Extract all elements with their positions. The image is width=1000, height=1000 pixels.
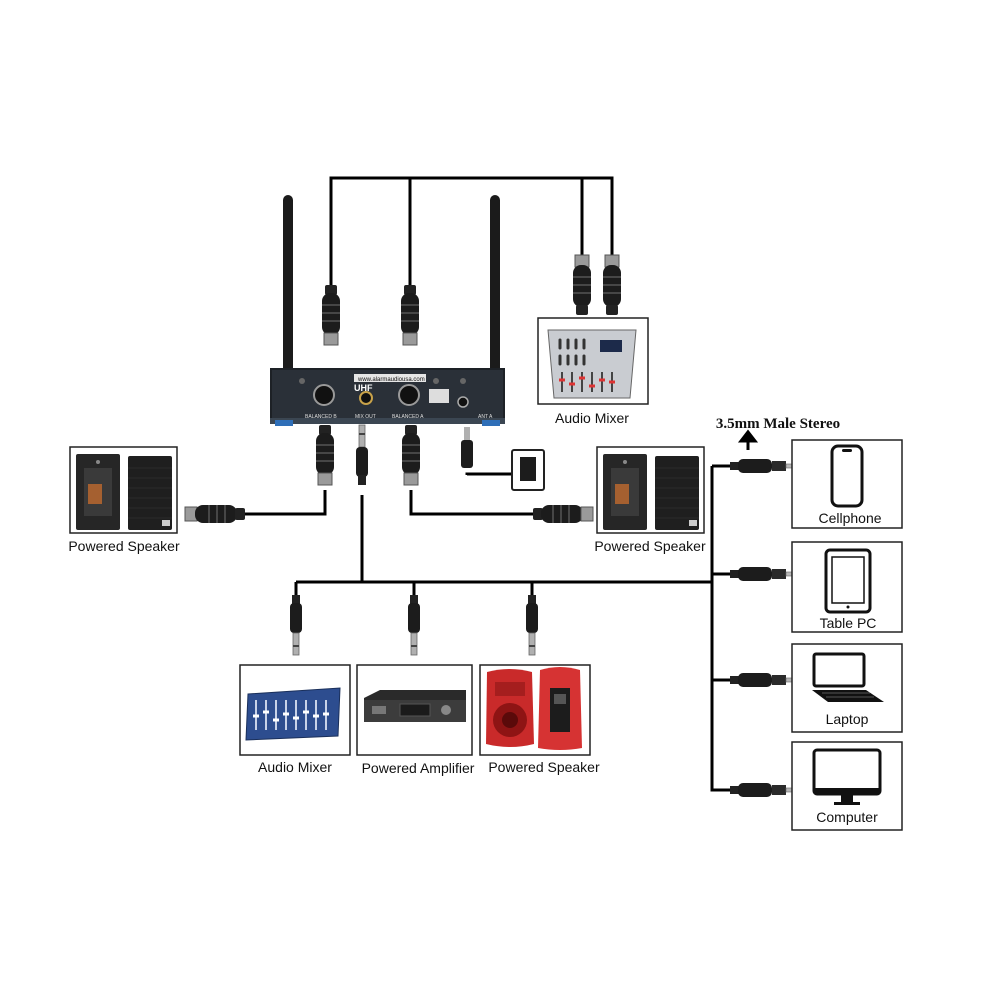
- port-label-balanced-b: BALANCED B: [305, 414, 337, 420]
- mixer-icon: [547, 329, 637, 399]
- xlr-female-plug-icon: [400, 284, 420, 346]
- device-label: Powered Speaker: [488, 759, 600, 775]
- device-cellphone: Cellphone: [791, 439, 903, 529]
- xlr-male-plug-icon: [532, 504, 594, 524]
- dc-plug-icon: [461, 427, 473, 468]
- port-label-mix-out: MIX OUT: [355, 414, 376, 420]
- 3.5mm-plug-icon: [729, 782, 801, 798]
- 3.5mm-plug-icon: [729, 458, 801, 474]
- wire-stereo-vertical: [710, 466, 730, 792]
- device-powered-speaker-bottom: Powered Speaker: [479, 664, 600, 775]
- quarter-inch-plug-icon: [407, 594, 421, 656]
- device-label: Audio Mixer: [258, 759, 332, 775]
- device-label: Laptop: [826, 711, 869, 727]
- power-adapter-icon: [511, 449, 545, 491]
- cellphone-icon: [830, 444, 864, 508]
- xlr-male-plug-icon: [184, 504, 246, 524]
- xlr-female-plug-icon: [401, 424, 421, 486]
- quarter-inch-plug-icon: [525, 594, 539, 656]
- xlr-male-plug-icon: [602, 254, 622, 316]
- device-label: Table PC: [820, 615, 877, 631]
- wire-balanced-b-to-speaker: [245, 490, 327, 516]
- antenna-icon: [486, 195, 504, 392]
- amplifier-icon: [364, 690, 466, 722]
- wires: [245, 176, 732, 792]
- device-table-pc: Table PC: [791, 541, 903, 633]
- device-label: Powered Speaker: [68, 538, 180, 554]
- device-powered-speaker-left: Powered Speaker: [68, 446, 180, 554]
- device-label: Audio Mixer: [555, 410, 629, 426]
- device-box: [791, 741, 903, 831]
- 3.5mm-plug-icon: [729, 566, 801, 582]
- xlr-male-plug-icon: [572, 254, 592, 316]
- device-label: Computer: [816, 809, 878, 825]
- antenna-icon: [279, 195, 297, 392]
- xlr-female-plug-icon: [315, 424, 335, 486]
- wire-top-mixer-left: [329, 176, 614, 285]
- mixer-icon: [245, 687, 341, 741]
- port-label-ant-a: ANT A: [478, 414, 493, 420]
- stereo-header-text: 3.5mm Male Stereo: [716, 416, 840, 432]
- receiver-website: www.alarmaudiousa.com: [357, 377, 425, 383]
- wireless-receiver: UHF www.alarmaudiousa.com BALANCED B MIX…: [270, 195, 505, 426]
- wire-power-adapter: [465, 472, 512, 476]
- speaker-icon: [486, 667, 582, 750]
- monitor-icon: [812, 748, 882, 805]
- device-audio-mixer-bottom: Audio Mixer: [239, 664, 351, 775]
- arrow-up-icon: [737, 429, 759, 450]
- device-powered-speaker-right: Powered Speaker: [594, 446, 706, 554]
- port-label-balanced-a: BALANCED A: [392, 414, 424, 420]
- device-powered-amplifier: Powered Amplifier: [356, 664, 475, 776]
- xlr-female-plug-icon: [321, 284, 341, 346]
- device-label: Powered Speaker: [594, 538, 706, 554]
- wire-balanced-a-to-speaker: [409, 490, 533, 516]
- laptop-icon: [812, 652, 884, 702]
- quarter-inch-plug-icon: [355, 424, 369, 486]
- tablet-icon: [824, 548, 872, 614]
- device-box: [791, 439, 903, 529]
- device-computer: Computer: [791, 741, 903, 831]
- device-label: Cellphone: [818, 510, 881, 526]
- quarter-inch-plug-icon: [289, 594, 303, 656]
- receiver-uhf-label: UHF: [354, 383, 373, 393]
- device-audio-mixer-top: Audio Mixer: [537, 317, 649, 426]
- stereo-header: 3.5mm Male Stereo: [716, 416, 840, 450]
- 3.5mm-plug-icon: [729, 672, 801, 688]
- device-box: [791, 643, 903, 733]
- device-label: Powered Amplifier: [362, 760, 475, 776]
- device-laptop: Laptop: [791, 643, 903, 733]
